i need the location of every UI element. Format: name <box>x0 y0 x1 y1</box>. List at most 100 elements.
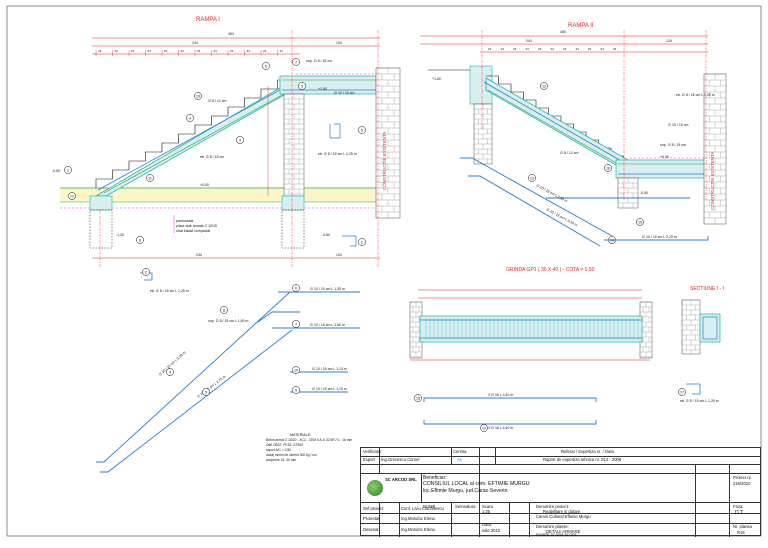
sched-label-7: ∅ 10 / 15 cm L 1,50 m <box>310 323 345 327</box>
ramp2-step-dim: 24 <box>576 47 580 51</box>
sched-marker-circle <box>142 268 150 276</box>
ramp1-marker-circle <box>262 62 270 70</box>
section-stirrup <box>702 316 718 340</box>
ramp1-bar-label-5: etr. ∅ 8 / 15 cm L 1,25 m <box>318 152 357 156</box>
ramp2-bar-13 <box>460 157 613 237</box>
wall-outline <box>681 299 701 355</box>
ramp2-marker-text: 13 <box>530 176 534 180</box>
ramp2-marker-text: 15 <box>638 220 642 224</box>
tb-expert-name: Ing.Grecescu Cornel <box>381 457 420 462</box>
ramp2-marker-circle <box>528 174 536 182</box>
ramp1-existing-label: CONSTRUCTIE EXISTENTA <box>382 132 387 190</box>
ramp2-sched-14: ∅ 10 / 15 cm L 2,20 m <box>642 235 677 239</box>
ramp2-rebar-bottom <box>483 81 631 167</box>
ramp1-level-5: -0,80 <box>322 233 330 237</box>
ramp1-marker-text: 7 <box>295 60 297 64</box>
ramp1-footing-right <box>281 209 305 249</box>
tb-project-no-label: Proiect nr. <box>733 475 752 480</box>
ramp1-landing <box>279 75 377 95</box>
tb-project-no: 216/2010 <box>733 481 751 486</box>
tb-project-name-label: Denumire proiect: <box>536 504 570 509</box>
sched-bar-4 <box>96 291 291 463</box>
ramp2-step-dim: 24 <box>501 47 505 51</box>
ramp2-step-dim: 24 <box>601 47 605 51</box>
beam-label-19: 3 ∅ 16 L 4,40 m <box>488 426 513 430</box>
ramp2-dim-sub-1: 244 <box>526 39 532 43</box>
ramp1-marker-circle <box>68 192 76 200</box>
ramp1-marker-circle <box>64 166 72 174</box>
tb-faza-label: Faza: <box>733 504 744 509</box>
tb-proiectat-name: Ing.Mondoc Elena <box>401 516 435 521</box>
materials-line-3: raport A/C = 0,50 <box>266 448 291 452</box>
beam-title: GRINDA GP1 ( 30 X 40 ) - COTA = 0,50 <box>506 267 595 273</box>
ramp2-dim-sub-2: 124 <box>666 39 672 43</box>
tb-data-label: Data <box>482 522 491 527</box>
sched-marker-text: 6 <box>295 286 297 290</box>
company-logo: SC ARCOD SRL <box>365 476 417 500</box>
sched-marker-circle <box>292 284 300 292</box>
ramp1-marker-circle <box>298 82 306 90</box>
ramp1-level-3: -1,20 <box>116 233 124 237</box>
ramp1-step-dim: 24 <box>280 49 284 53</box>
ramp2-existing-wall <box>703 73 727 225</box>
tb-verificator-label: Verificator <box>363 449 382 454</box>
ramp2-marker-circle <box>540 82 548 90</box>
sched-label-5: ∅ 10 / 15 cm L 2,75 m <box>196 375 226 399</box>
ramp2-step-dim: 24 <box>526 47 530 51</box>
sched-marker-circle <box>292 366 300 374</box>
ramp1-marker-circle <box>292 58 300 66</box>
tb-plansa-value: R16 <box>737 530 745 535</box>
ramp2-masonry-left <box>473 103 493 165</box>
ramp1-marker-circle <box>358 126 366 134</box>
tb-plan-2: RAMPE SCARA SI GP1 <box>536 533 577 537</box>
ramp2-step-dim: 24 <box>588 47 592 51</box>
tb-project-name-1: Reabilitare si dotare <box>543 509 581 514</box>
ramp1-marker-text: 10 <box>196 94 200 98</box>
ramp2-step-dim: 24 <box>613 47 617 51</box>
materials-line-2: Otel OB37, PC52, ST500 <box>266 443 303 447</box>
ramp1-foundation-right <box>281 195 305 211</box>
materials-heading: MATERIALE: <box>290 433 311 437</box>
ramp2-sched-13: ∅ 10 / 15 cm L 2,50 m <box>536 183 569 203</box>
ramp1-dim-bottom-label: 244 <box>196 253 202 257</box>
tb-expert-label: Expert <box>363 457 376 462</box>
ramp1-level-2: +0,00 <box>200 183 209 187</box>
tb-data-value: Iulie 2010 <box>482 528 501 533</box>
tb-referat-label: Referat / Expertiza nr. / Data <box>561 449 614 454</box>
ramp1-level-1: -0,50 <box>52 169 60 173</box>
ramp2-step-dim: 24 <box>488 47 492 51</box>
tb-sef-label: Sef proiect <box>363 506 384 511</box>
ramp1-marker-text: 5 <box>301 84 303 88</box>
ramp1-marker-text: 12 <box>70 194 74 198</box>
ramp1-layer-1: pardoseala <box>176 219 193 223</box>
ramp2-title: RAMPA II <box>568 23 594 29</box>
ramp1-marker-circle <box>358 238 366 246</box>
section-wall <box>681 299 701 355</box>
ramp2-bar-label-2: ∅ 8 / 12 cm <box>560 151 579 155</box>
sched-label-11: sup. ∅ 8 / 15 cm L 1,60 m <box>208 319 249 323</box>
sched-marker-text: 7 <box>295 322 297 326</box>
ramp2-level-3: -0,50 <box>640 191 648 195</box>
ramp1-layer-3: strat balast compactat <box>176 229 210 233</box>
ramp1-marker-circle <box>236 136 244 144</box>
ramp2-bar-15 <box>468 175 601 247</box>
tb-plan-1: DETALII ARMARE <box>546 529 581 534</box>
ramp1-marker-circle <box>194 92 202 100</box>
ramp2-step-dim: 24 <box>551 47 555 51</box>
ramp1-step-dim: 24 <box>197 49 201 53</box>
ramp2-marker-text: 16 <box>606 166 610 170</box>
sched-marker-circle <box>292 320 300 328</box>
beam-marker-circle <box>414 394 422 402</box>
tb-plan-label: Denumire planse: <box>536 524 569 529</box>
ramp1-footing-left <box>89 209 113 249</box>
ramp2-bar-label-1: etr. ∅ 8 / 15 cm L 1,25 m <box>676 93 715 97</box>
tb-desenat-name: Ing.Mondoc Elena <box>401 527 435 532</box>
sched-marker-text: 11 <box>222 308 226 312</box>
logo-leaf-icon <box>367 480 383 496</box>
tb-plansa-label: Nr. plansa <box>733 524 752 529</box>
materials-line-1: Beton armat C 16/20 - XC2 - CEM II A-S 3… <box>266 438 353 442</box>
ramp1-marker-text: 2 <box>361 240 363 244</box>
